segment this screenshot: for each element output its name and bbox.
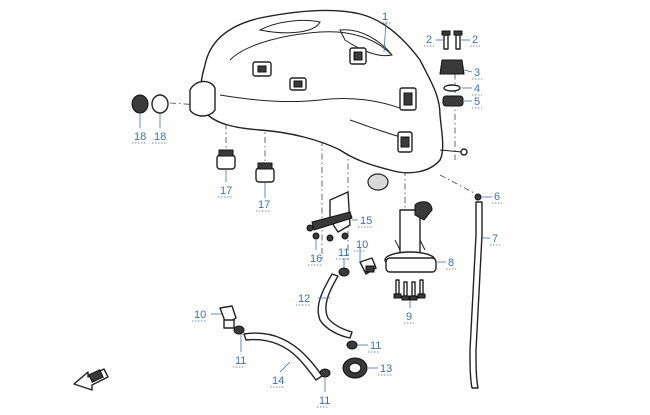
callout-11-a: 11 (338, 247, 349, 259)
callout-labels: 1 2 2 3 4 5 6 7 8 9 10 10 11 11 11 11 12… (134, 11, 500, 407)
front-arrow-icon (73, 368, 109, 391)
callout-14: 14 (272, 375, 284, 387)
pump-bolts (393, 279, 426, 301)
callout-8: 8 (448, 257, 454, 269)
callout-18-right: 18 (154, 131, 166, 143)
callout-11-b: 11 (235, 355, 246, 367)
fuel-tank (189, 9, 468, 174)
callout-2-right: 2 (472, 34, 478, 46)
callout-5: 5 (474, 96, 480, 108)
callout-10-upper: 10 (356, 239, 368, 251)
shield-plate (311, 173, 389, 233)
washer-and-rubber (442, 84, 464, 107)
breather-hose (469, 193, 483, 389)
callout-16: 16 (310, 253, 322, 265)
nut-set (306, 224, 349, 242)
elbow-fitting-lower (219, 305, 237, 329)
callout-10-lower: 10 (194, 309, 206, 321)
callout-2-left: 2 (426, 34, 432, 46)
fuel-hose-upper (317, 273, 353, 339)
leader-lines (139, 21, 492, 392)
fuel-pump (384, 201, 437, 273)
grommets (131, 94, 169, 114)
callout-6: 6 (494, 191, 500, 203)
callout-12: 12 (298, 293, 310, 305)
callout-3: 3 (474, 67, 480, 79)
callout-15: 15 (360, 215, 372, 227)
callout-11-d: 11 (319, 395, 330, 407)
fuel-hose-lower (243, 332, 323, 381)
callout-underlines (132, 22, 502, 408)
callout-17-left: 17 (220, 185, 232, 197)
callout-1: 1 (382, 11, 388, 23)
bolt-pair (441, 30, 463, 50)
callout-9: 9 (406, 311, 412, 323)
callout-4: 4 (474, 83, 480, 95)
hose-clamps (233, 267, 358, 378)
callout-18-left: 18 (134, 131, 146, 143)
elbow-fitting-upper (359, 257, 377, 275)
rubber-dampers (216, 149, 275, 183)
callout-7: 7 (492, 233, 498, 245)
callout-13: 13 (380, 363, 392, 375)
quick-connector (342, 357, 368, 379)
callout-11-c: 11 (370, 340, 381, 352)
callout-17-right: 17 (258, 199, 270, 211)
mount-bracket (439, 59, 465, 75)
